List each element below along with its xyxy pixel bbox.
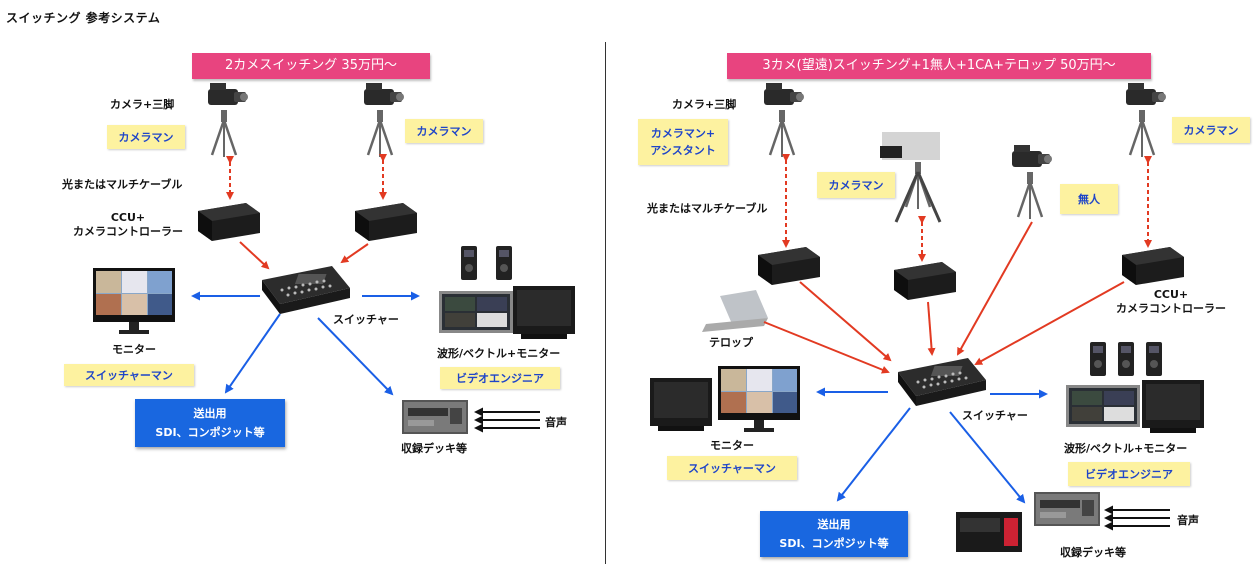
left-ccu-line2: カメラコントローラー: [73, 225, 183, 238]
left-ccu-line1: CCU+: [110, 211, 146, 224]
page-title: スイッチング 参考システム: [6, 11, 161, 25]
right-cameraman-assistant-line2: アシスタント: [650, 144, 716, 157]
left-camera-tripod-label: カメラ+三脚: [110, 98, 175, 111]
right-unmanned-box: 無人: [1060, 184, 1118, 214]
right-cameraman-assistant-line1: カメラマン+: [650, 127, 716, 140]
left-cameraman-box-2: カメラマン: [405, 119, 483, 143]
left-ccu-label: CCU+ カメラコントローラー: [60, 211, 196, 239]
right-cable-label: 光またはマルチケーブル: [647, 202, 768, 215]
right-switcher-operator-box: スイッチャーマン: [667, 456, 797, 480]
right-monitor-label: モニター: [710, 439, 754, 452]
right-cameraman-assistant-box: カメラマン+ アシスタント: [638, 119, 728, 165]
right-telop-label: テロップ: [709, 336, 753, 349]
right-ccu-line1: CCU+: [1153, 288, 1189, 301]
left-cable-label: 光またはマルチケーブル: [62, 178, 183, 191]
left-switcher-label: スイッチャー: [333, 313, 399, 326]
right-ccu-line2: カメラコントローラー: [1116, 302, 1226, 315]
right-switcher-label: スイッチャー: [962, 409, 1028, 422]
left-cameraman-box-1: カメラマン: [107, 125, 185, 149]
left-output-line1: 送出用: [193, 407, 227, 420]
right-output-line1: 送出用: [817, 518, 851, 531]
right-cameraman-center-box: カメラマン: [817, 172, 895, 198]
right-audio-label: 音声: [1177, 514, 1199, 527]
right-cameraman-right-box: カメラマン: [1172, 117, 1250, 143]
left-monitor-label: モニター: [112, 343, 156, 356]
right-recorder-label: 収録デッキ等: [1060, 546, 1126, 559]
section-divider: [605, 42, 606, 564]
left-switcher-operator-box: スイッチャーマン: [64, 364, 194, 386]
left-output-line2: SDI、コンポジット等: [155, 426, 265, 439]
left-audio-label: 音声: [545, 416, 567, 429]
left-video-engineer-box: ビデオエンジニア: [440, 367, 560, 389]
right-title-banner: 3カメ(望遠)スイッチング+1無人+1CA+テロップ 50万円〜: [727, 53, 1151, 79]
right-ccu-label: CCU+ カメラコントローラー: [1096, 288, 1246, 316]
right-output-line2: SDI、コンポジット等: [779, 537, 889, 550]
left-title-banner: 2カメスイッチング 35万円〜: [192, 53, 430, 79]
right-output-box: 送出用 SDI、コンポジット等: [760, 511, 908, 557]
left-recorder-label: 収録デッキ等: [401, 442, 467, 455]
right-waveform-label: 波形/ベクトル+モニター: [1064, 442, 1188, 455]
right-camera-tripod-label: カメラ+三脚: [672, 98, 737, 111]
right-video-engineer-box: ビデオエンジニア: [1068, 462, 1190, 486]
left-output-box: 送出用 SDI、コンポジット等: [135, 399, 285, 447]
left-waveform-label: 波形/ベクトル+モニター: [437, 347, 561, 360]
